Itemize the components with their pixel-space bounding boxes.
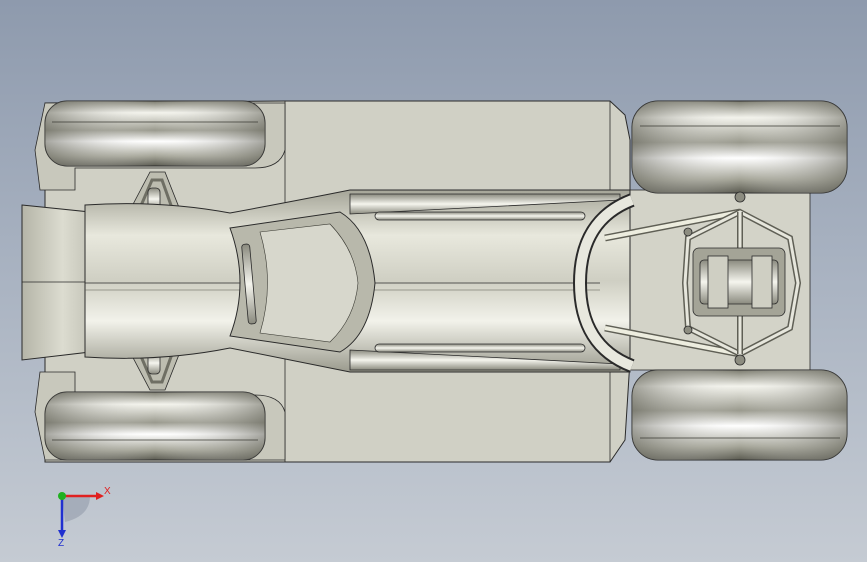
- roll-hoop: [572, 193, 635, 373]
- frame-tubes: [241, 193, 621, 371]
- x-axis-arrowhead: [96, 492, 104, 500]
- front-right-tire: [44, 391, 266, 461]
- z-axis-arrowhead: [58, 530, 66, 538]
- z-axis-label: Z: [58, 538, 64, 548]
- coordinate-triad: X Z: [58, 486, 111, 548]
- nose-cone: [21, 204, 91, 361]
- rear-left-tire: [631, 100, 848, 194]
- x-axis-label: X: [104, 486, 111, 497]
- rear-right-tire: [631, 369, 848, 461]
- front-left-tire: [44, 100, 266, 167]
- rear-frame: [604, 208, 802, 358]
- triad-plane-icon: [62, 496, 90, 522]
- y-axis-dot: [58, 492, 66, 500]
- engine-block: [683, 191, 786, 366]
- cockpit-opening: [229, 211, 376, 353]
